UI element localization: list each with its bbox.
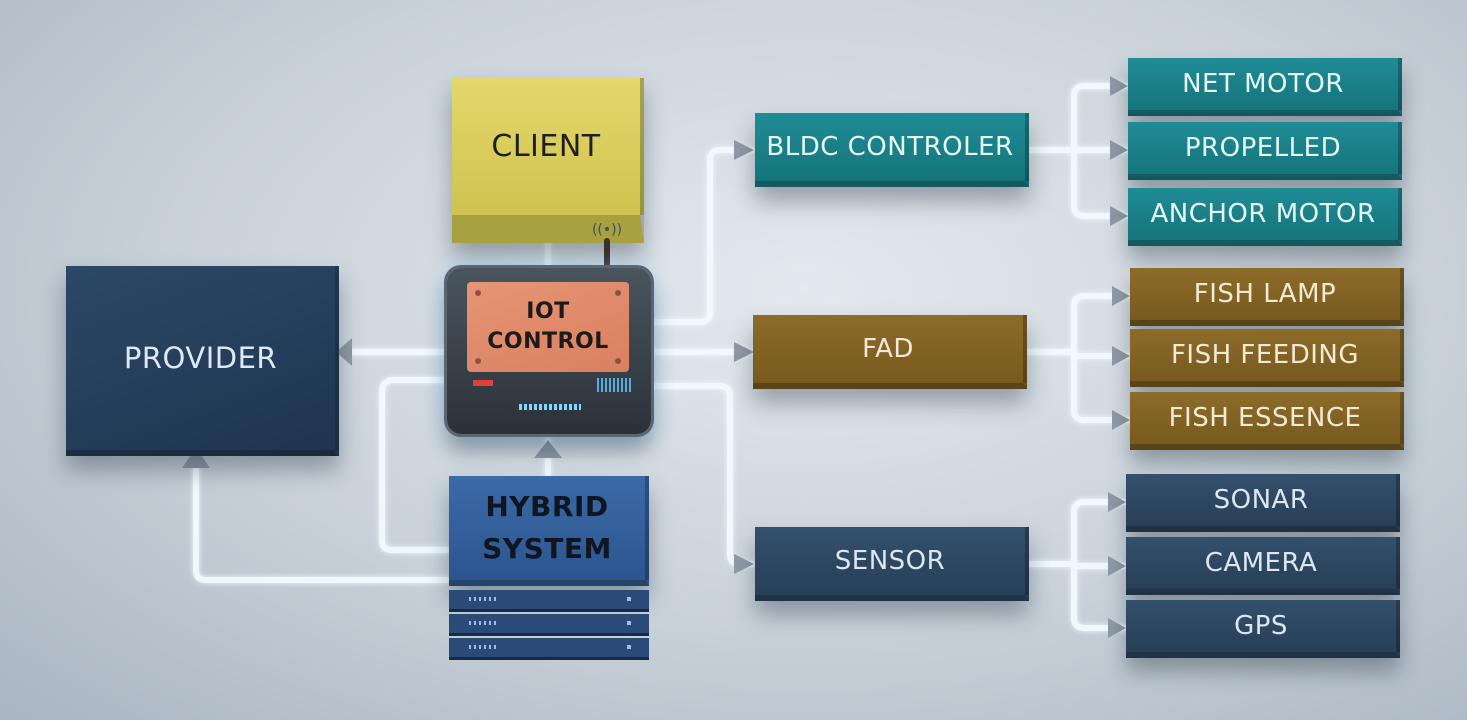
sonar-node: SONAR — [1126, 474, 1400, 532]
server-led-icon — [627, 645, 631, 649]
sensor-label: SENSOR — [834, 546, 946, 576]
anchor-motor-node: ANCHOR MOTOR — [1128, 188, 1402, 246]
client-node: CLIENT — [452, 78, 644, 243]
client-label: CLIENT — [491, 129, 601, 164]
arrow-camera — [1108, 556, 1126, 576]
arrow-propelled — [1110, 140, 1128, 160]
bldc-controller-label: BLDC CONTROLER — [766, 132, 1014, 162]
wire-fad-fan — [1025, 293, 1133, 423]
arrow-fish-essence — [1112, 410, 1130, 430]
camera-node: CAMERA — [1126, 537, 1400, 595]
fad-label: FAD — [862, 334, 914, 364]
wire-hybrid-provider — [193, 465, 450, 583]
server-led-icon — [627, 597, 631, 601]
screw-icon — [475, 290, 481, 296]
server-unit — [449, 590, 649, 612]
status-led-icon — [473, 380, 493, 386]
arrow-to-device — [534, 440, 562, 458]
gps-label: GPS — [1234, 611, 1288, 641]
fish-essence-node: FISH ESSENCE — [1130, 392, 1404, 450]
server-unit — [449, 638, 649, 660]
wire-sensor-fan — [1027, 499, 1129, 631]
camera-label: CAMERA — [1204, 548, 1318, 578]
fish-lamp-label: FISH LAMP — [1193, 279, 1337, 309]
arrow-to-provider — [336, 338, 352, 366]
arrow-to-bldc — [734, 140, 754, 160]
light-strip-icon — [519, 404, 581, 410]
fad-node: FAD — [753, 315, 1027, 389]
arrow-to-sensor — [734, 554, 754, 574]
screw-icon — [615, 358, 621, 364]
iot-control-device: IOT CONTROL — [447, 268, 651, 434]
arrow-sonar — [1108, 492, 1126, 512]
fish-lamp-node: FISH LAMP — [1130, 268, 1404, 326]
server-unit — [449, 614, 649, 636]
sensor-node: SENSOR — [755, 527, 1029, 601]
server-vent-icon — [469, 597, 499, 601]
led-matrix-icon — [597, 378, 631, 392]
arrow-gps — [1108, 618, 1126, 638]
bldc-controller-node: BLDC CONTROLER — [755, 113, 1029, 187]
net-motor-label: NET MOTOR — [1182, 69, 1344, 99]
server-led-icon — [627, 621, 631, 625]
hybrid-system-label: HYBRID SYSTEM — [482, 490, 612, 565]
fish-feeding-node: FISH FEEDING — [1130, 329, 1404, 387]
server-vent-icon — [469, 645, 499, 649]
wire-device-sensor — [648, 383, 755, 567]
arrow-anchor-motor — [1110, 206, 1128, 226]
net-motor-node: NET MOTOR — [1128, 58, 1402, 116]
anchor-motor-label: ANCHOR MOTOR — [1150, 199, 1376, 229]
propelled-node: PROPELLED — [1128, 122, 1402, 180]
arrow-provider-up — [182, 448, 210, 468]
arrow-fish-feeding — [1112, 346, 1130, 366]
server-vent-icon — [469, 621, 499, 625]
screw-icon — [615, 290, 621, 296]
arrow-net-motor — [1110, 76, 1128, 96]
wire-hybrid-loop — [379, 377, 450, 553]
arrow-to-fad — [734, 342, 754, 362]
provider-node: PROVIDER — [66, 266, 339, 456]
provider-label: PROVIDER — [123, 341, 278, 375]
wire-device-bldc — [648, 147, 755, 325]
fish-feeding-label: FISH FEEDING — [1170, 340, 1360, 370]
iot-control-plate: IOT CONTROL — [467, 282, 629, 372]
sonar-label: SONAR — [1213, 485, 1309, 515]
propelled-label: PROPELLED — [1184, 133, 1342, 163]
fish-essence-label: FISH ESSENCE — [1168, 403, 1362, 433]
hybrid-system-node: HYBRID SYSTEM — [449, 476, 649, 586]
iot-control-label: IOT CONTROL — [487, 299, 609, 354]
wire-bldc-fan — [1027, 83, 1131, 219]
wifi-signal-icon: ((•)) — [591, 222, 623, 238]
screw-icon — [475, 358, 481, 364]
arrow-fish-lamp — [1112, 286, 1130, 306]
antenna-icon — [604, 238, 610, 280]
gps-node: GPS — [1126, 600, 1400, 658]
